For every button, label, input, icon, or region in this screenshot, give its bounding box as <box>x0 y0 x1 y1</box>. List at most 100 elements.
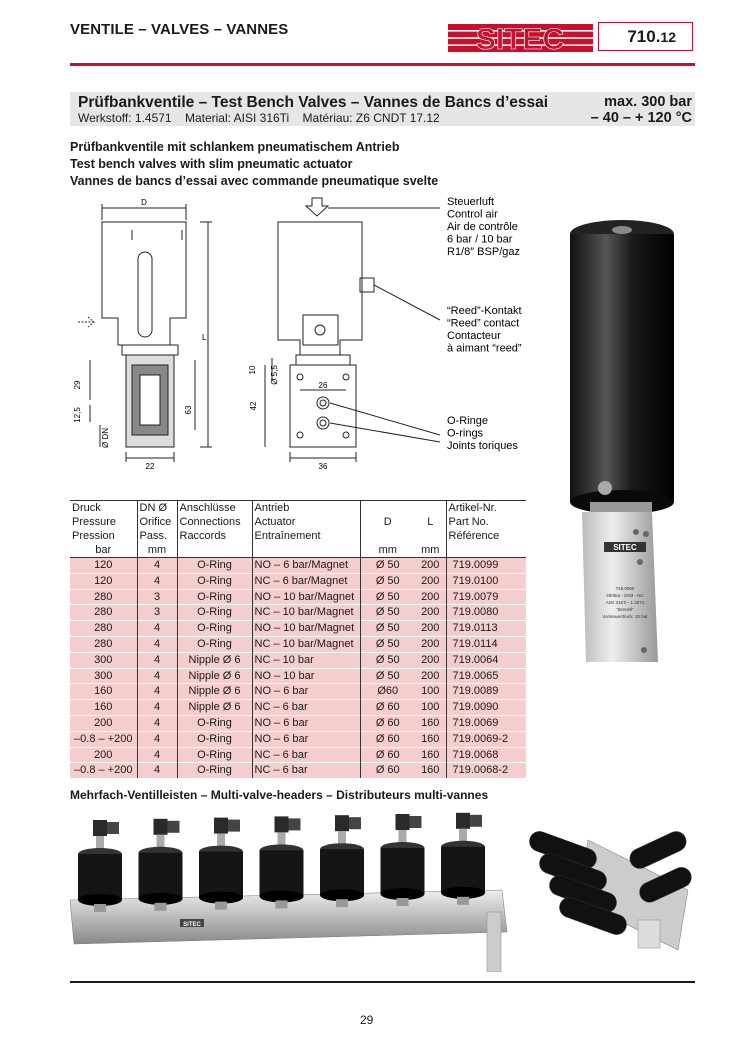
cell-part-no: 719.0099 <box>445 557 526 574</box>
cell-dim-l: 100 <box>415 683 446 700</box>
photo-plate-5: Vorsteuerdruck: 10 bar <box>602 614 648 619</box>
cell-pressure: 120 <box>70 557 137 574</box>
unit-bar: bar <box>70 543 137 558</box>
dim-22: 22 <box>146 462 155 471</box>
page-number: 29 <box>360 1013 374 1027</box>
cell-dim-l: 200 <box>415 651 446 669</box>
cell-connection: Nipple Ø 6 <box>176 651 252 669</box>
section-material: Werkstoff: 1.4571 Material: AISI 316Ti M… <box>78 111 440 125</box>
cell-dim-l: 200 <box>415 667 446 684</box>
temperature-range: – 40 – + 120 °C <box>590 110 692 126</box>
callout-air-3: Air de contrôle <box>447 221 518 233</box>
cell-dn: 4 <box>136 667 177 684</box>
cell-dim-l: 200 <box>415 572 446 590</box>
photo-plate-2: 280bar - DN3 - NC <box>606 593 644 598</box>
cell-dim-d: Ø 60 <box>359 714 415 732</box>
th-entrainement: Entraînement <box>251 529 360 543</box>
technical-drawing: D L 29 63 12,5 Ø DN 22 10 Ø 5,5 26 42 36… <box>73 196 522 471</box>
cell-dim-l: 200 <box>415 635 446 653</box>
solenoid <box>93 820 107 836</box>
cell-actuator: NC – 10 bar/Magnet <box>251 604 360 621</box>
page-code: 710.12 <box>598 22 693 51</box>
cell-pressure: –0.8 – +200 <box>70 762 137 779</box>
cell-part-no: 719.0089 <box>445 683 526 700</box>
dim-L: L <box>202 333 207 342</box>
actuator-cylinder <box>78 854 122 900</box>
valve-photo: SITEC 719.0060 280bar - DN3 - NC AISI 31… <box>570 220 674 662</box>
dim-36: 36 <box>319 462 328 471</box>
th-anschluss: Anschlüsse <box>176 500 252 515</box>
th-L: L <box>427 516 434 528</box>
dim-29: 29 <box>73 380 82 389</box>
actuator-cylinder <box>259 850 304 897</box>
cell-dn: 4 <box>136 620 177 637</box>
header-title: VENTILE – VALVES – VANNES <box>70 21 289 38</box>
actuator-cylinder <box>138 852 183 899</box>
th-pass: Pass. <box>136 529 177 543</box>
actuator-cylinder <box>199 851 243 898</box>
cell-connection: Nipple Ø 6 <box>176 699 252 716</box>
cell-dim-d: Ø 50 <box>359 667 415 684</box>
intro-de: Prüfbankventile mit schlankem pneumatisc… <box>70 140 400 154</box>
th-D: D <box>359 515 415 529</box>
cell-connection: O-Ring <box>176 604 252 621</box>
cell-pressure: 200 <box>70 714 137 732</box>
cell-actuator: NO – 6 bar <box>251 730 360 748</box>
cell-pressure: 280 <box>70 620 137 637</box>
cell-dn: 4 <box>136 683 177 700</box>
callout-reed-2: “Reed” contact <box>447 318 519 330</box>
cell-actuator: NO – 10 bar/Magnet <box>251 588 360 605</box>
cell-pressure: 120 <box>70 572 137 590</box>
th-dn: DN Ø <box>136 500 177 515</box>
callout-oring-2: O-rings <box>447 428 484 440</box>
callout-oring-3: Joints toriques <box>447 440 518 452</box>
cell-dim-d: Ø 50 <box>359 588 415 605</box>
cell-pressure: 280 <box>70 604 137 621</box>
cell-dn: 4 <box>136 572 177 590</box>
cell-dn: 4 <box>136 746 177 763</box>
dim-D: D <box>141 198 147 207</box>
dim-42: 42 <box>249 401 258 410</box>
cell-actuator: NC – 6 bar <box>251 699 360 716</box>
cell-pressure: 280 <box>70 635 137 653</box>
cell-dn: 4 <box>136 651 177 669</box>
cell-dim-l: 200 <box>415 604 446 621</box>
th-antrieb: Antrieb <box>251 500 360 515</box>
dim-63: 63 <box>184 405 193 414</box>
cell-actuator: NC – 6 bar <box>251 762 360 779</box>
callout-air-4: 6 bar / 10 bar <box>447 234 513 246</box>
cell-part-no: 719.0069-2 <box>445 730 526 748</box>
solenoid <box>335 815 349 832</box>
logo-text: SITEC <box>476 24 564 52</box>
manifold-photo <box>529 831 692 951</box>
th-pression: Pression <box>72 530 115 542</box>
cell-dim-d: Ø 60 <box>359 699 415 716</box>
th-druck: Druck <box>72 502 101 514</box>
rail-label: SITEC <box>183 922 201 928</box>
cell-actuator: NC – 6 bar/Magnet <box>251 572 360 590</box>
cell-part-no: 719.0069 <box>445 714 526 732</box>
actuator-cylinder <box>441 846 485 893</box>
cell-pressure: –0.8 – +200 <box>70 730 137 748</box>
cell-dn: 4 <box>136 699 177 716</box>
header-rule <box>70 63 695 66</box>
solenoid <box>214 817 228 834</box>
th-artikel: Artikel-Nr. <box>445 500 526 515</box>
cell-connection: O-Ring <box>176 635 252 653</box>
cell-dn: 4 <box>136 635 177 653</box>
cell-pressure: 160 <box>70 683 137 700</box>
solenoid <box>456 812 470 829</box>
cell-dim-d: Ø 60 <box>359 746 415 763</box>
cell-dim-d: Ø 50 <box>359 651 415 669</box>
cell-connection: O-Ring <box>176 714 252 732</box>
cell-actuator: NC – 6 bar <box>251 746 360 763</box>
